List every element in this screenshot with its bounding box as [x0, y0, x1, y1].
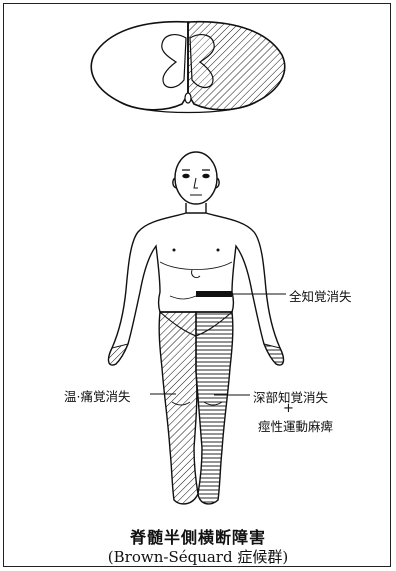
left-leg-temp-pain-loss [159, 312, 198, 504]
caption-subtitle: (Brown-Séquard 症候群) [0, 546, 396, 567]
label-spastic-paralysis: 痙性運動麻痺 [258, 416, 333, 435]
label-temperature-pain-loss: 温·痛覚消失 [64, 386, 130, 405]
label-plus: + [283, 401, 294, 416]
label-total-sensory-loss: 全知覚消失 [289, 286, 352, 305]
right-leg-deep-loss [196, 312, 233, 504]
total-loss-band [196, 291, 232, 297]
spinal-cord-cross-section [91, 22, 284, 113]
caption-title: 脊髄半側横断障害 [0, 524, 396, 548]
